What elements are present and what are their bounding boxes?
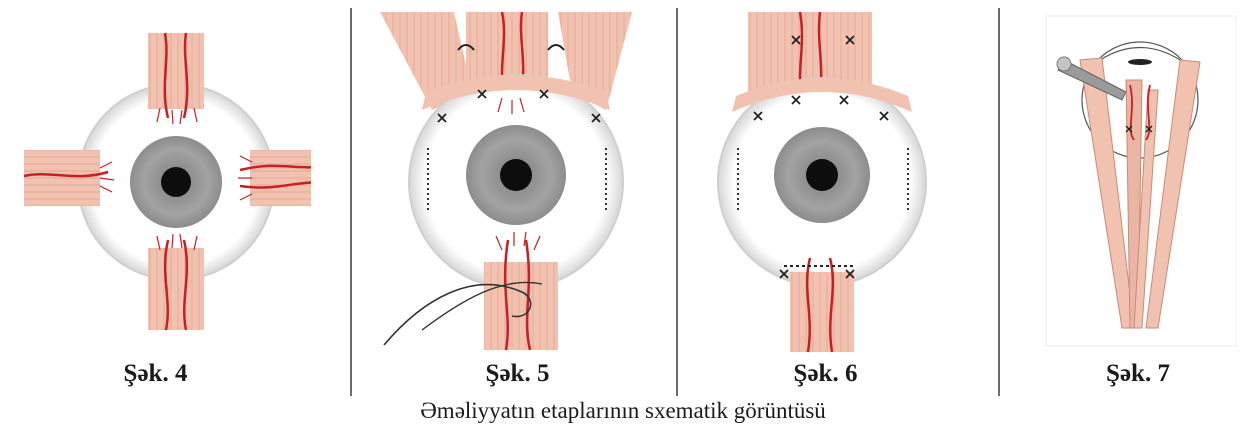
figure-7-illustration	[1030, 0, 1246, 360]
inferior-rectus-muscle	[148, 234, 204, 330]
figure-7: Şək. 7	[1030, 0, 1246, 400]
figure-5: Şək. 5	[362, 0, 673, 400]
figure-label: Şək. 7	[1030, 360, 1246, 388]
pupil	[806, 159, 838, 191]
pupil	[500, 159, 532, 191]
figure-4-illustration	[0, 0, 311, 360]
figure-label: Şək. 6	[670, 360, 981, 388]
figure-4: Şək. 4	[0, 0, 311, 400]
figure-6-illustration	[670, 0, 981, 360]
figure-label: Şək. 4	[0, 360, 311, 388]
figure-caption: Əməliyyatın etaplarının sxematik görüntü…	[0, 398, 1246, 424]
divider	[998, 8, 1000, 396]
divider	[350, 8, 352, 396]
figure-5-illustration	[362, 0, 673, 360]
figure-6: Şək. 6	[670, 0, 981, 400]
figure-label: Şək. 5	[362, 360, 673, 388]
inferior-rectus-muscle	[790, 258, 854, 352]
pupil	[161, 167, 191, 197]
